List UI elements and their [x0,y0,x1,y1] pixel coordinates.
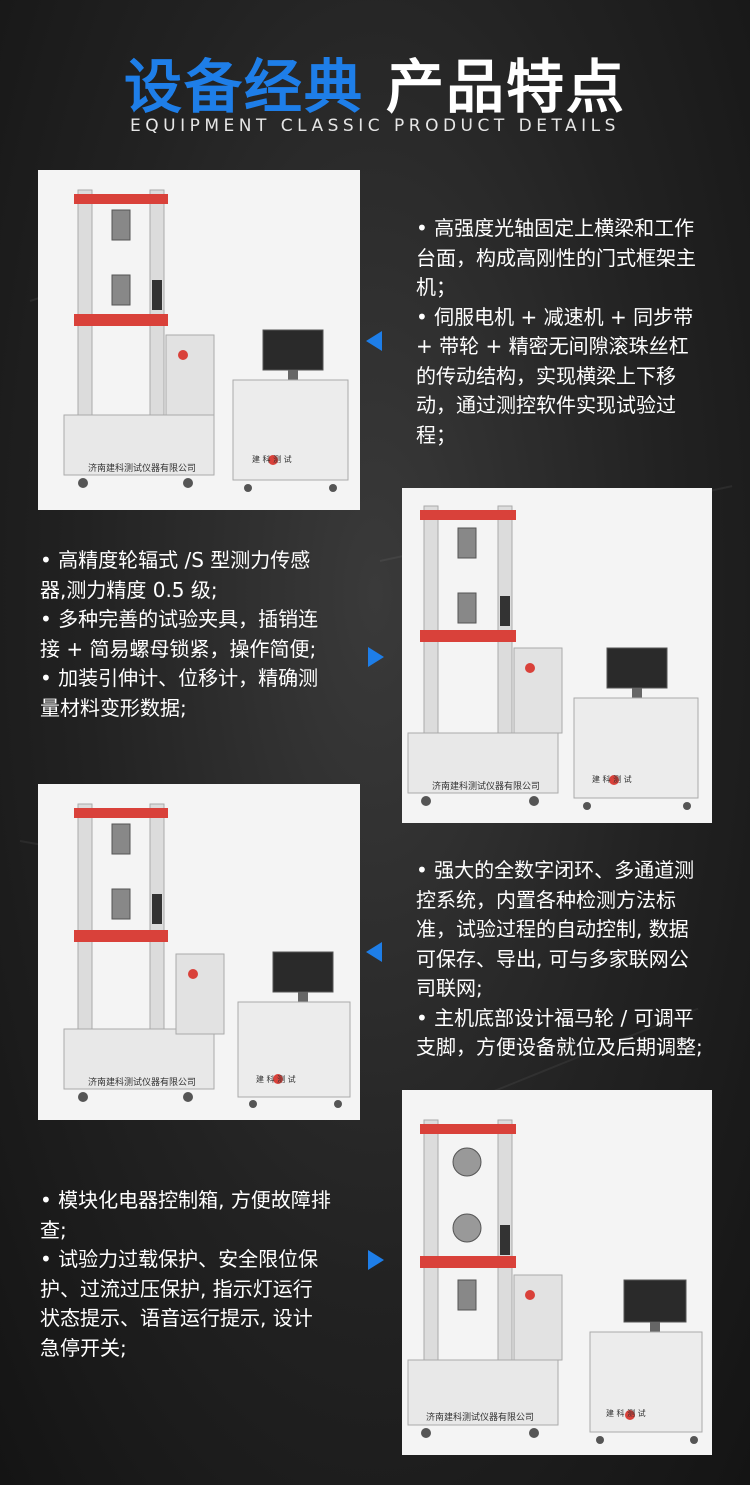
testing-machine-illustration [402,1090,712,1455]
feature-item: • 多种完善的试验夹具，插销连接 + 简易螺母锁紧，操作简便; [40,607,319,661]
machine-photo-2: 济南建科测试仪器有限公司 建 科 测 试 [402,488,712,823]
feature-item: • 高强度光轴固定上横梁和工作台面，构成高刚性的门式框架主机； [416,216,696,299]
title-blue: 设备经典 [123,53,364,121]
company-label: 济南建科测试仪器有限公司 [88,1078,197,1088]
brand-label: 建 科 测 试 [256,1075,296,1084]
left-triangle-icon [366,331,382,351]
title-white: 产品特点 [386,53,627,121]
feature-item: • 加装引伸计、位移计，精确测量材料变形数据; [40,666,319,720]
feature-item: • 试验力过载保护、安全限位保护、过流过压保护, 指示灯运行状态提示、语音运行提… [40,1247,319,1360]
feature-block-3: • 强大的全数字闭环、多通道测控系统，内置各种检测方法标准，试验过程的自动控制,… [416,856,708,1063]
feature-block-1: • 高强度光轴固定上横梁和工作台面，构成高刚性的门式框架主机； • 伺服电机 +… [416,214,708,450]
left-triangle-icon [366,942,382,962]
brand-label: 建 科 测 试 [606,1409,646,1418]
brand-label: 建 科 测 试 [592,775,632,784]
company-label: 济南建科测试仪器有限公司 [426,1413,535,1423]
feature-item: • 主机底部设计福马轮 / 可调平支脚，方便设备就位及后期调整; [416,1005,703,1060]
testing-machine-illustration [38,170,360,510]
testing-machine-illustration [402,488,712,823]
right-triangle-icon [368,1250,384,1270]
page-title: 设备经典产品特点 [0,40,750,124]
right-triangle-icon [368,647,384,667]
machine-photo-3: 济南建科测试仪器有限公司 建 科 测 试 [38,784,360,1120]
testing-machine-illustration [38,784,360,1120]
company-label: 济南建科测试仪器有限公司 [88,464,197,474]
feature-item: • 模块化电器控制箱, 方便故障排查; [40,1188,331,1242]
feature-block-4: • 模块化电器控制箱, 方便故障排查; • 试验力过载保护、安全限位保护、过流过… [40,1186,332,1363]
feature-item: • 强大的全数字闭环、多通道测控系统，内置各种检测方法标准，试验过程的自动控制,… [416,858,695,1000]
page-subtitle: EQUIPMENT CLASSIC PRODUCT DETAILS [130,116,620,136]
company-label: 济南建科测试仪器有限公司 [432,782,541,792]
machine-photo-1: 济南建科测试仪器有限公司 建 科 测 试 [38,170,360,510]
feature-item: • 高精度轮辐式 /S 型测力传感器,测力精度 0.5 级; [40,548,311,602]
machine-photo-4: 济南建科测试仪器有限公司 建 科 测 试 [402,1090,712,1455]
feature-block-2: • 高精度轮辐式 /S 型测力传感器,测力精度 0.5 级; • 多种完善的试验… [40,546,332,723]
feature-item: • 伺服电机 + 减速机 + 同步带 + 带轮 + 精密无间隙滚珠丝杠的传动结构… [416,304,694,447]
brand-label: 建 科 测 试 [252,455,292,464]
